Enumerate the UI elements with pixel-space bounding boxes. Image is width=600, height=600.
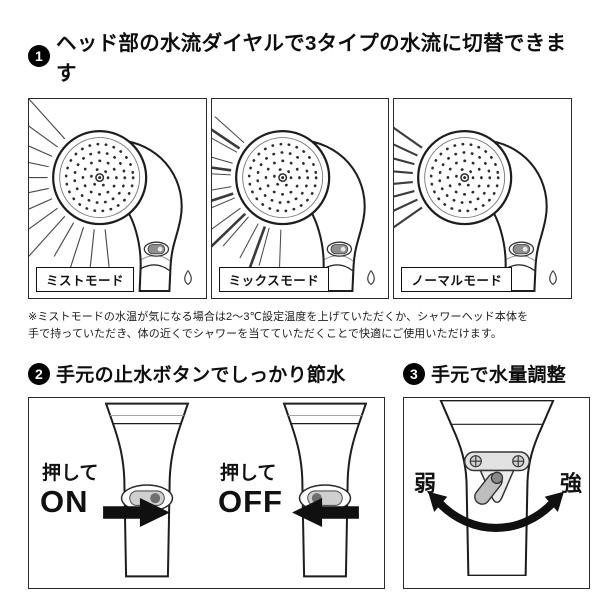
section-stop-button: 2 手元の止水ボタンでしっかり節水 押して ON	[28, 360, 385, 589]
mode-label-mix: ミックスモード	[218, 267, 330, 292]
press-label-on: 押して	[42, 463, 99, 484]
badge-3: 3	[403, 362, 425, 385]
on-demo: 押して ON	[29, 398, 207, 588]
badge-2: 2	[28, 362, 50, 385]
button-knob-icon	[150, 493, 161, 504]
weak-label: 弱	[414, 471, 437, 496]
arrow-left-icon	[292, 497, 359, 528]
section2-title: 2 手元の止水ボタンでしっかり節水	[28, 360, 385, 387]
section-volume-adjust: 3 手元で水量調整 弱 強	[403, 360, 590, 589]
badge-1: 1	[28, 45, 50, 67]
section3-title: 3 手元で水量調整	[403, 360, 590, 387]
mist-mode-panel: ミストモード	[28, 98, 207, 299]
usage-note: ※ミストモードの水温が気になる場合は2～3℃設定温度を上げていただくか、シャワー…	[28, 309, 572, 342]
strong-label: 強	[560, 471, 583, 496]
mix-mode-panel: ミックスモード	[210, 98, 390, 299]
section1-title-text: ヘッド部の水流ダイヤルで3タイプの水流に切替できます	[56, 32, 567, 85]
usage-note-line1: ※ミストモードの水温が気になる場合は2～3℃設定温度を上げていただくか、シャワー…	[28, 311, 529, 323]
on-label: ON	[40, 484, 89, 519]
section2-title-text: 手元の止水ボタンでしっかり節水	[56, 365, 346, 386]
usage-note-line2: 手で持っていただき、体の近くでシャワーを当てていただくことで快適にご使用いただけ…	[28, 327, 502, 340]
mode-label-normal: ノーマルモード	[401, 267, 513, 292]
mode-label-mist: ミストモード	[36, 267, 135, 292]
arrow-right-icon	[103, 497, 170, 528]
on-off-panel: 押して ON 押して OFF	[28, 397, 385, 589]
section-water-modes: 1 ヘッド部の水流ダイヤルで3タイプの水流に切替できます	[28, 26, 573, 342]
handle-dial-illustration	[439, 400, 555, 576]
section1-title: 1 ヘッド部の水流ダイヤルで3タイプの水流に切替できます	[28, 26, 572, 86]
handle-on-illustration	[105, 402, 189, 578]
section3-title-text: 手元で水量調整	[431, 365, 567, 386]
rotate-arrow-icon	[428, 491, 564, 532]
bottom-sections: 2 手元の止水ボタンでしっかり節水 押して ON	[28, 360, 590, 589]
off-demo: 押して OFF	[207, 398, 384, 588]
volume-panel: 弱 強	[403, 397, 590, 589]
normal-mode-panel: ノーマルモード	[393, 98, 573, 299]
press-label-off: 押して	[220, 463, 277, 484]
handle-off-illustration	[283, 402, 367, 578]
off-label: OFF	[218, 484, 283, 519]
mode-panels: ミストモード	[28, 98, 573, 299]
